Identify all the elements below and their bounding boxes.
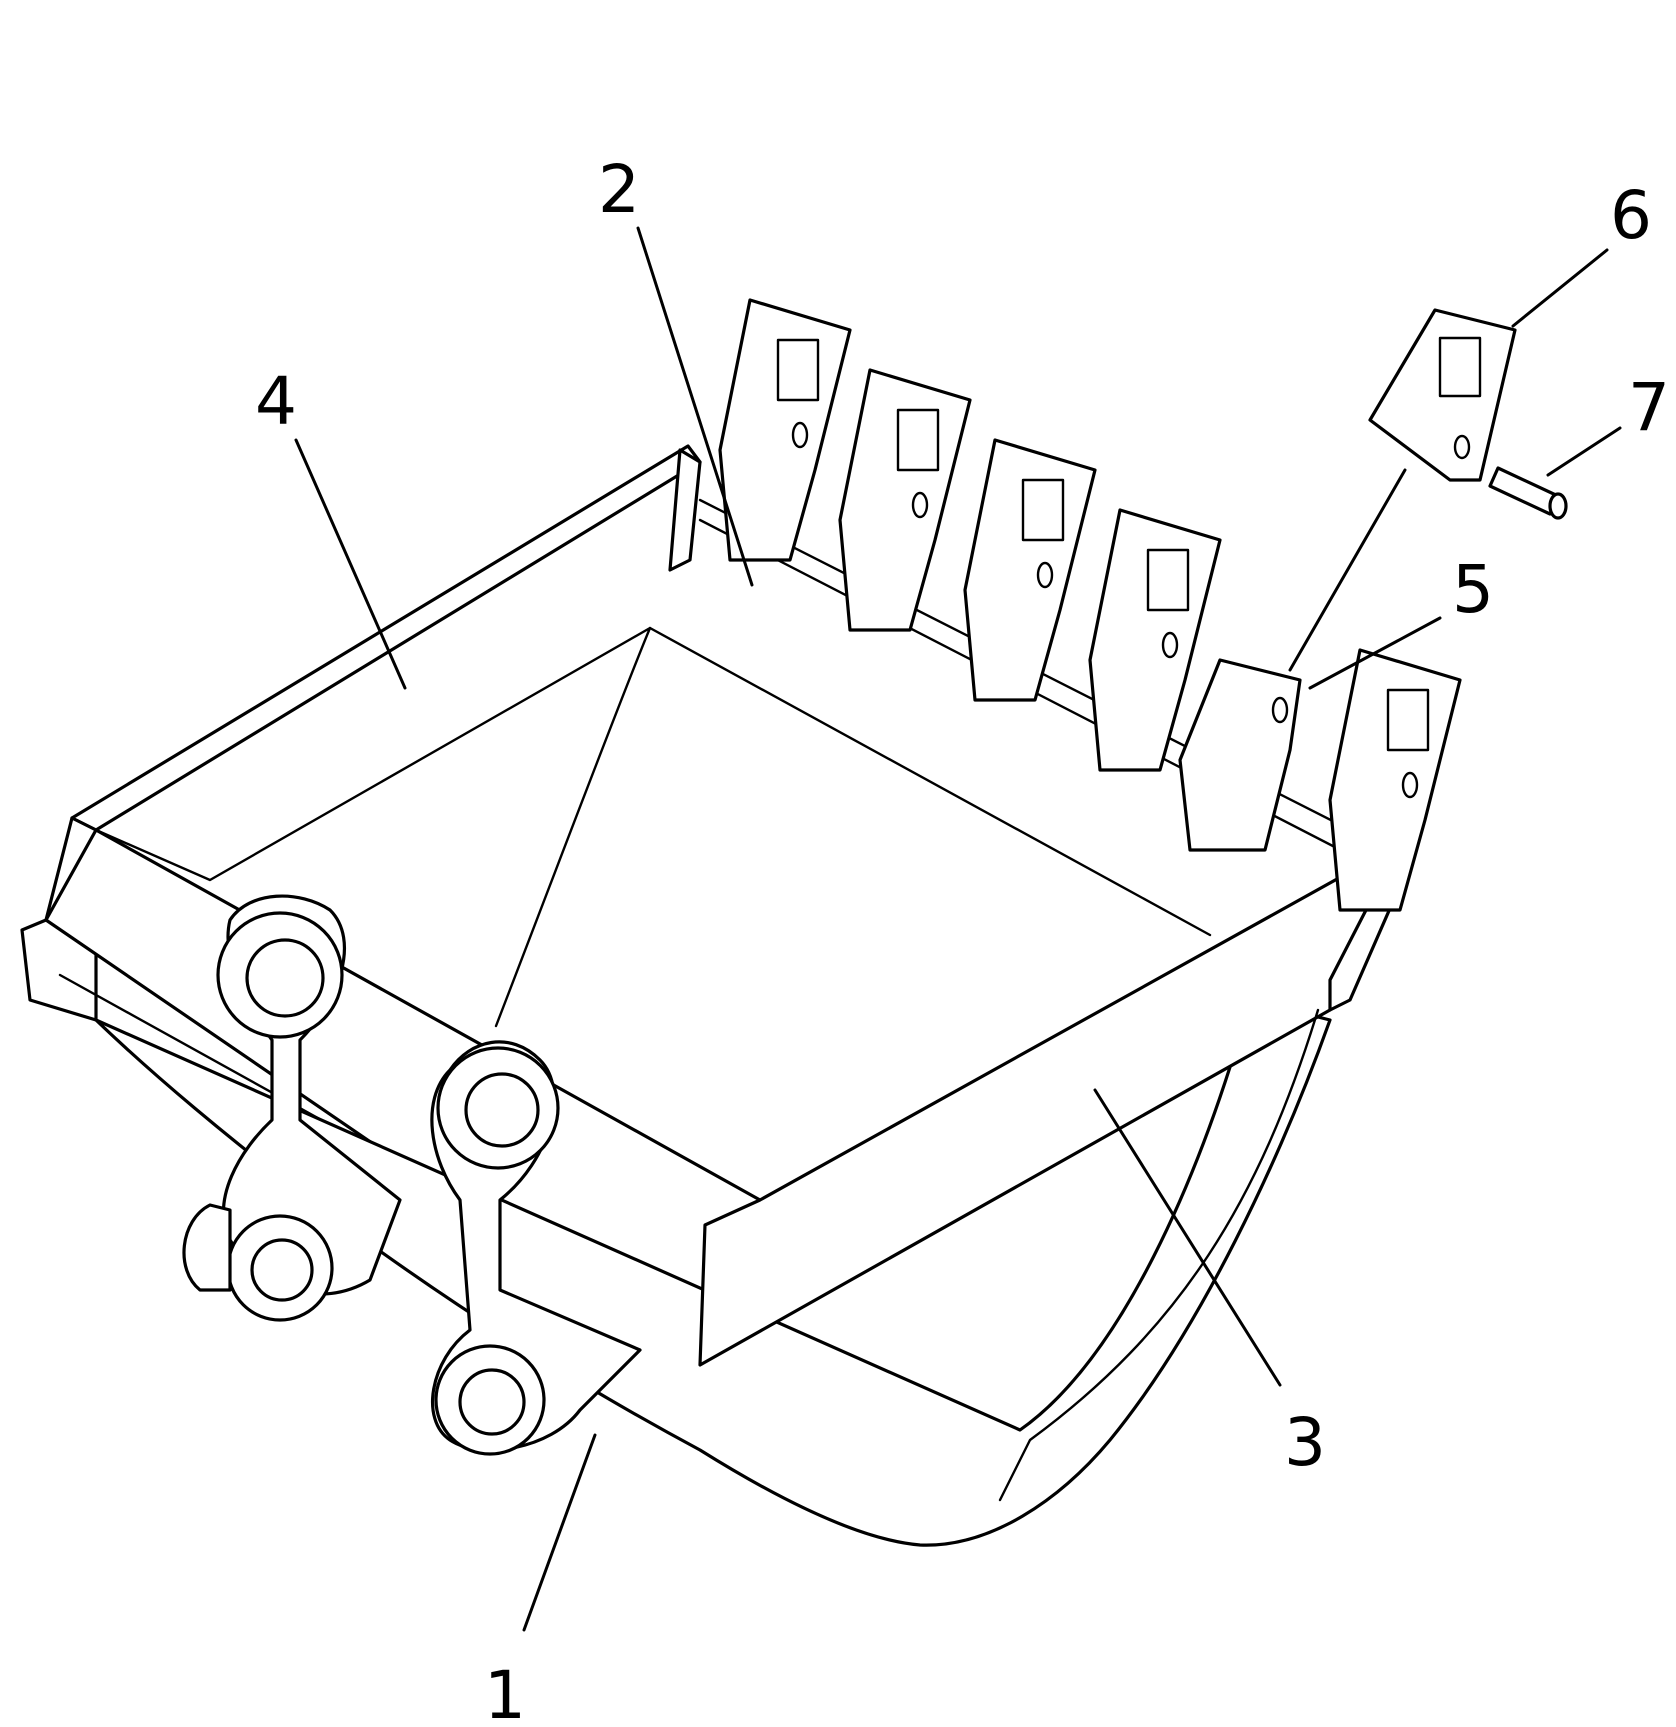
callout-1: 1	[484, 1657, 526, 1727]
retaining-pin-exploded	[1488, 466, 1568, 520]
callout-6: 6	[1610, 177, 1652, 254]
cutting-edge	[668, 448, 702, 572]
leader-5b	[1288, 468, 1407, 672]
leader-6	[1511, 248, 1609, 328]
bucket-bottom	[94, 998, 1332, 1547]
leader-5	[1308, 616, 1442, 690]
callout-3: 3	[1284, 1404, 1326, 1481]
tooth-1	[718, 298, 852, 562]
leader-7	[1546, 426, 1622, 477]
bracket-right	[430, 1040, 642, 1456]
side-plate-right	[698, 842, 1412, 1367]
tooth-3	[963, 438, 1097, 702]
tooth-4	[1088, 508, 1222, 772]
callout-2: 2	[598, 151, 640, 228]
leader-2	[636, 226, 754, 587]
leader-3	[1093, 1088, 1282, 1387]
tooth-point-exploded	[1368, 308, 1517, 482]
leader-lines	[294, 226, 1622, 1632]
side-plate-left	[70, 444, 702, 832]
bucket-teeth	[718, 298, 1462, 912]
tooth-adapter-5	[1178, 658, 1302, 852]
tooth-2	[838, 368, 972, 632]
callout-labels: 1 2 3 4 5 6 7	[255, 151, 1670, 1727]
leader-4	[294, 438, 407, 690]
callout-7: 7	[1628, 369, 1670, 446]
leader-1	[522, 1433, 597, 1632]
callout-4: 4	[255, 363, 297, 440]
tooth-6-mounted	[1328, 648, 1462, 912]
link-brackets	[182, 894, 642, 1456]
callout-5: 5	[1452, 551, 1494, 628]
bracket-left	[182, 894, 402, 1322]
